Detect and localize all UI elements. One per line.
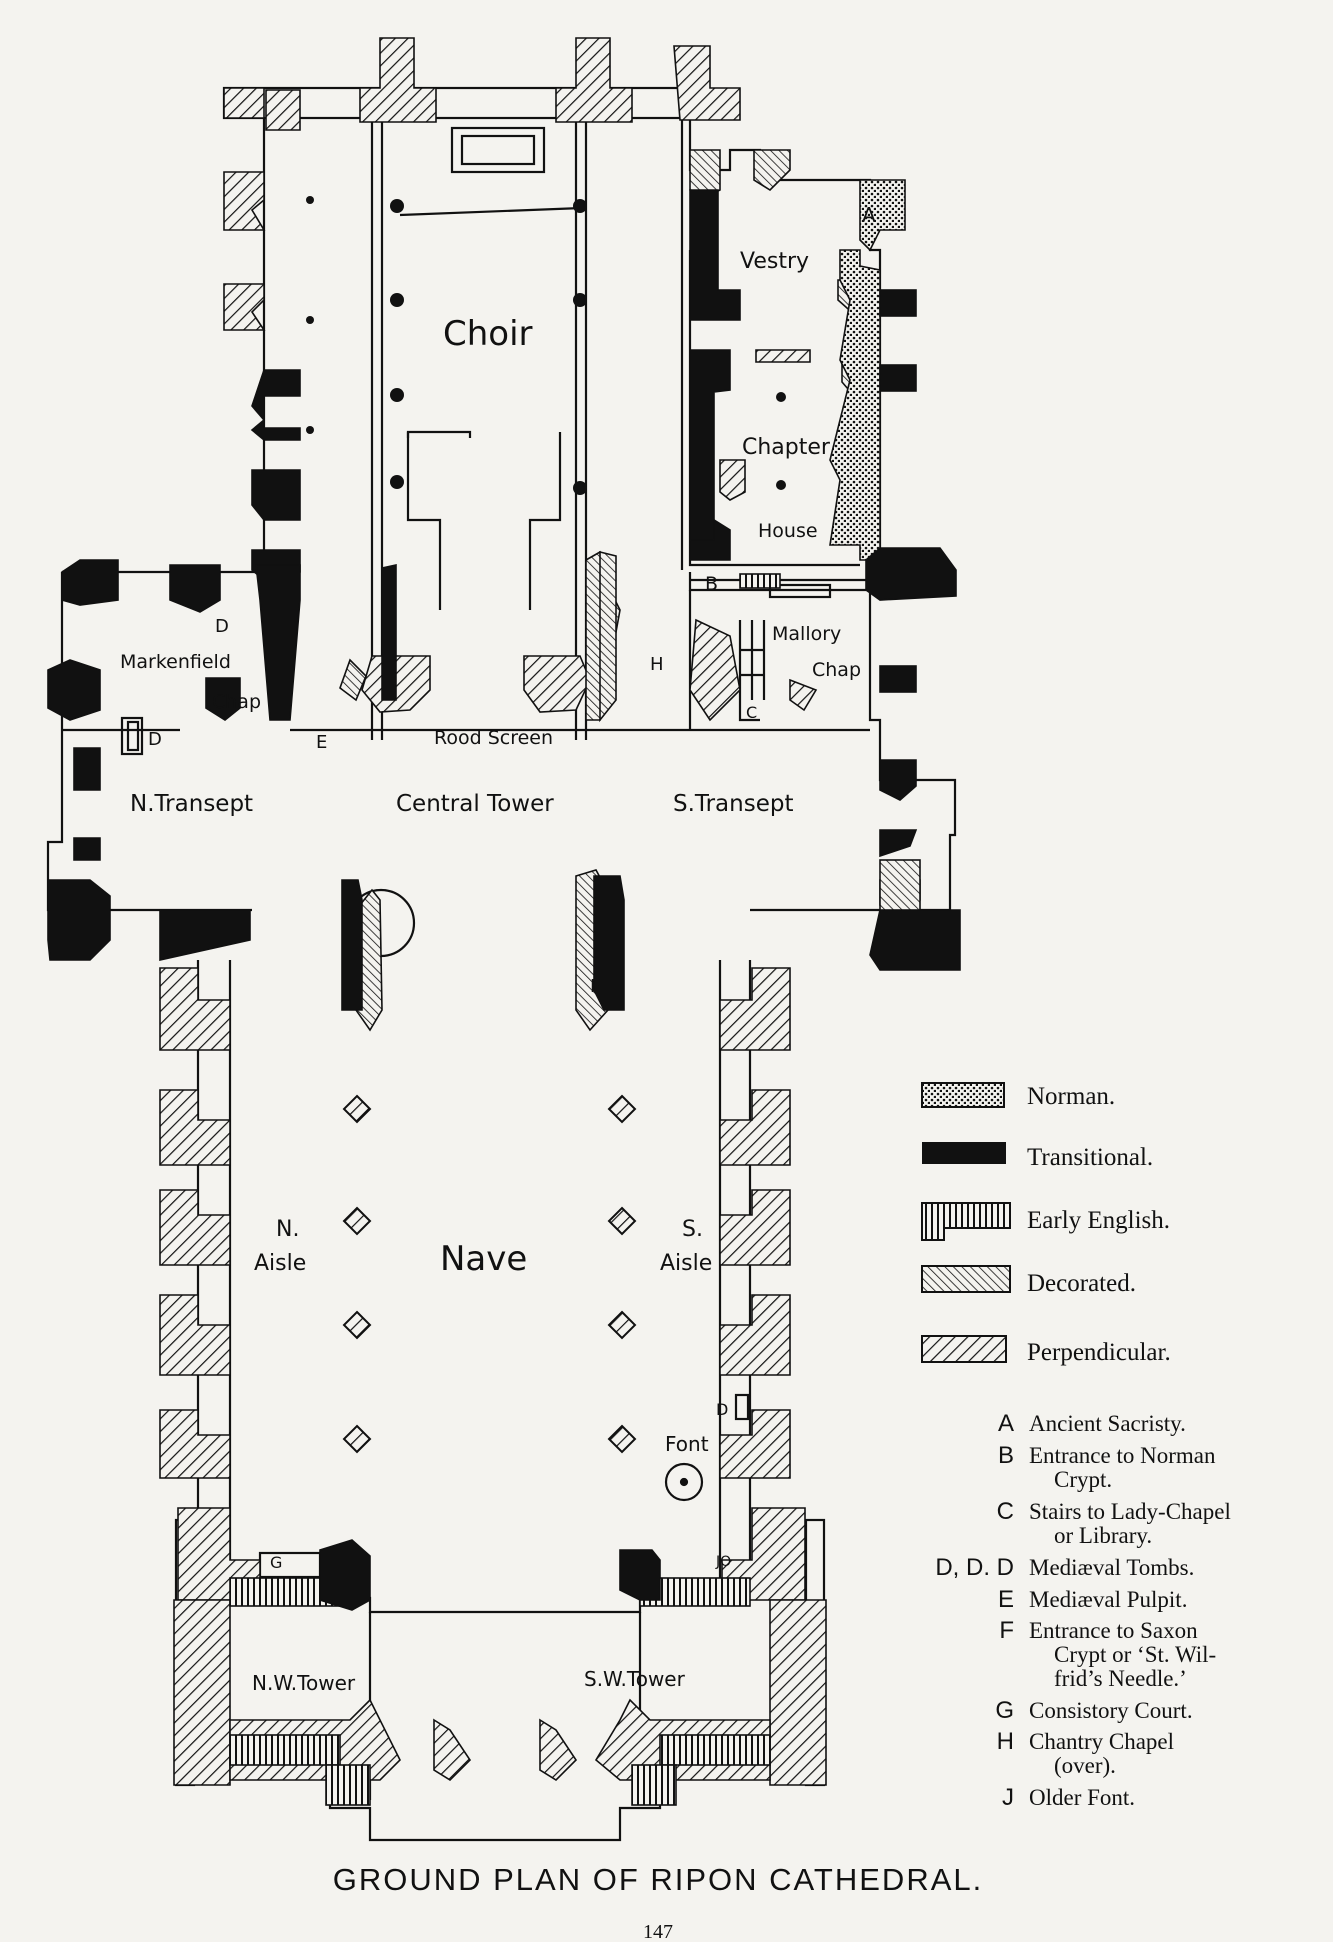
- norman-masonry: [829, 179, 906, 561]
- legend-swatch-norman: [921, 1082, 1005, 1108]
- label-vestry: Vestry: [740, 249, 809, 274]
- legend-label-perpendicular: Perpendicular.: [1027, 1339, 1171, 1366]
- room-labels: Choir Vestry Chapter House Markenfield C…: [120, 249, 861, 1695]
- key-list: A Ancient Sacristy. B Entrance to Norman…: [935, 1410, 1231, 1811]
- legend-swatch-decorated: [921, 1265, 1011, 1293]
- label-mallory-chap: Chap: [812, 659, 861, 681]
- key-letter-j: J: [1002, 1784, 1014, 1811]
- marker-d-transept: D: [148, 729, 162, 750]
- marker-j: JO: [715, 1554, 731, 1570]
- marker-d-nave: D: [716, 1400, 728, 1419]
- legend-label-decorated: Decorated.: [1027, 1270, 1136, 1297]
- key-text-e: Mediæval Pulpit.: [1029, 1587, 1187, 1612]
- perpendicular-masonry: [159, 37, 827, 1786]
- key-letter-c: C: [997, 1498, 1014, 1525]
- label-rood-screen: Rood Screen: [434, 727, 553, 749]
- label-nave: Nave: [440, 1239, 527, 1279]
- label-house: House: [758, 520, 818, 542]
- nave-piers: [342, 1094, 637, 1454]
- marker-a: A: [862, 203, 876, 227]
- key-text-d: Mediæval Tombs.: [1029, 1555, 1194, 1580]
- marker-f: F: [590, 976, 600, 997]
- marker-h: H: [650, 654, 664, 675]
- marker-letters: A B C D D D E F G H JO: [148, 203, 876, 1572]
- label-nw-tower: N.W.Tower: [252, 1671, 356, 1695]
- key-text-f-2: Crypt or ‘St. Wil-: [1054, 1642, 1216, 1667]
- legend: Norman. Transitional. Early English. Dec…: [921, 1082, 1171, 1366]
- label-n: N.: [276, 1217, 299, 1242]
- key-text-c-2: or Library.: [1054, 1523, 1152, 1548]
- legend-label-transitional: Transitional.: [1027, 1144, 1153, 1171]
- label-markenfield-chap: Chap: [212, 691, 261, 713]
- legend-swatch-perpendicular: [921, 1335, 1007, 1363]
- key-text-c-1: Stairs to Lady-Chapel: [1029, 1499, 1231, 1524]
- label-choir: Choir: [443, 314, 533, 354]
- marker-b: B: [705, 573, 718, 595]
- key-text-j: Older Font.: [1029, 1785, 1135, 1810]
- key-letter-g: G: [995, 1697, 1014, 1724]
- key-text-f-1: Entrance to Saxon: [1029, 1618, 1198, 1643]
- key-letter-d: D, D. D: [935, 1554, 1014, 1581]
- key-letter-e: E: [998, 1586, 1014, 1613]
- label-font: Font: [665, 1432, 709, 1456]
- legend-swatch-transitional: [922, 1142, 1006, 1164]
- key-text-g: Consistory Court.: [1029, 1698, 1193, 1723]
- key-text-a: Ancient Sacristy.: [1029, 1411, 1186, 1436]
- label-n-transept: N.Transept: [130, 791, 253, 817]
- wall-details: [306, 196, 786, 495]
- legend-label-norman: Norman.: [1027, 1083, 1115, 1110]
- label-s: S.: [682, 1217, 703, 1242]
- label-s-transept: S.Transept: [673, 791, 793, 817]
- marker-d-markenfield: D: [215, 616, 229, 637]
- key-letter-h: H: [997, 1728, 1014, 1755]
- early-english-masonry: [229, 573, 781, 1806]
- key-letter-f: F: [999, 1617, 1014, 1644]
- label-markenfield: Markenfield: [120, 651, 231, 673]
- marker-e: E: [316, 732, 327, 753]
- marker-g: G: [270, 1553, 282, 1572]
- key-letter-b: B: [998, 1442, 1014, 1469]
- legend-label-early-english: Early English.: [1027, 1207, 1170, 1234]
- label-n-aisle: Aisle: [254, 1251, 306, 1276]
- key-text-b-1: Entrance to Norman: [1029, 1443, 1216, 1468]
- key-text-f-3: frid’s Needle.’: [1054, 1666, 1187, 1691]
- legend-swatch-early-english: [921, 1202, 1011, 1241]
- label-central-tower: Central Tower: [396, 791, 554, 817]
- page-number: 147: [643, 1921, 673, 1942]
- label-sw-tower: S.W.Tower: [584, 1667, 686, 1691]
- key-text-h-1: Chantry Chapel: [1029, 1729, 1174, 1754]
- transitional-masonry: [47, 189, 961, 1611]
- label-chapter: Chapter: [742, 435, 831, 460]
- figure-caption: GROUND PLAN OF RIPON CATHEDRAL.: [333, 1862, 984, 1897]
- key-text-b-2: Crypt.: [1054, 1467, 1112, 1492]
- key-text-h-2: (over).: [1054, 1753, 1116, 1778]
- marker-c: C: [746, 703, 757, 722]
- label-mallory: Mallory: [772, 623, 841, 645]
- label-s-aisle: Aisle: [660, 1251, 712, 1276]
- key-letter-a: A: [998, 1410, 1014, 1437]
